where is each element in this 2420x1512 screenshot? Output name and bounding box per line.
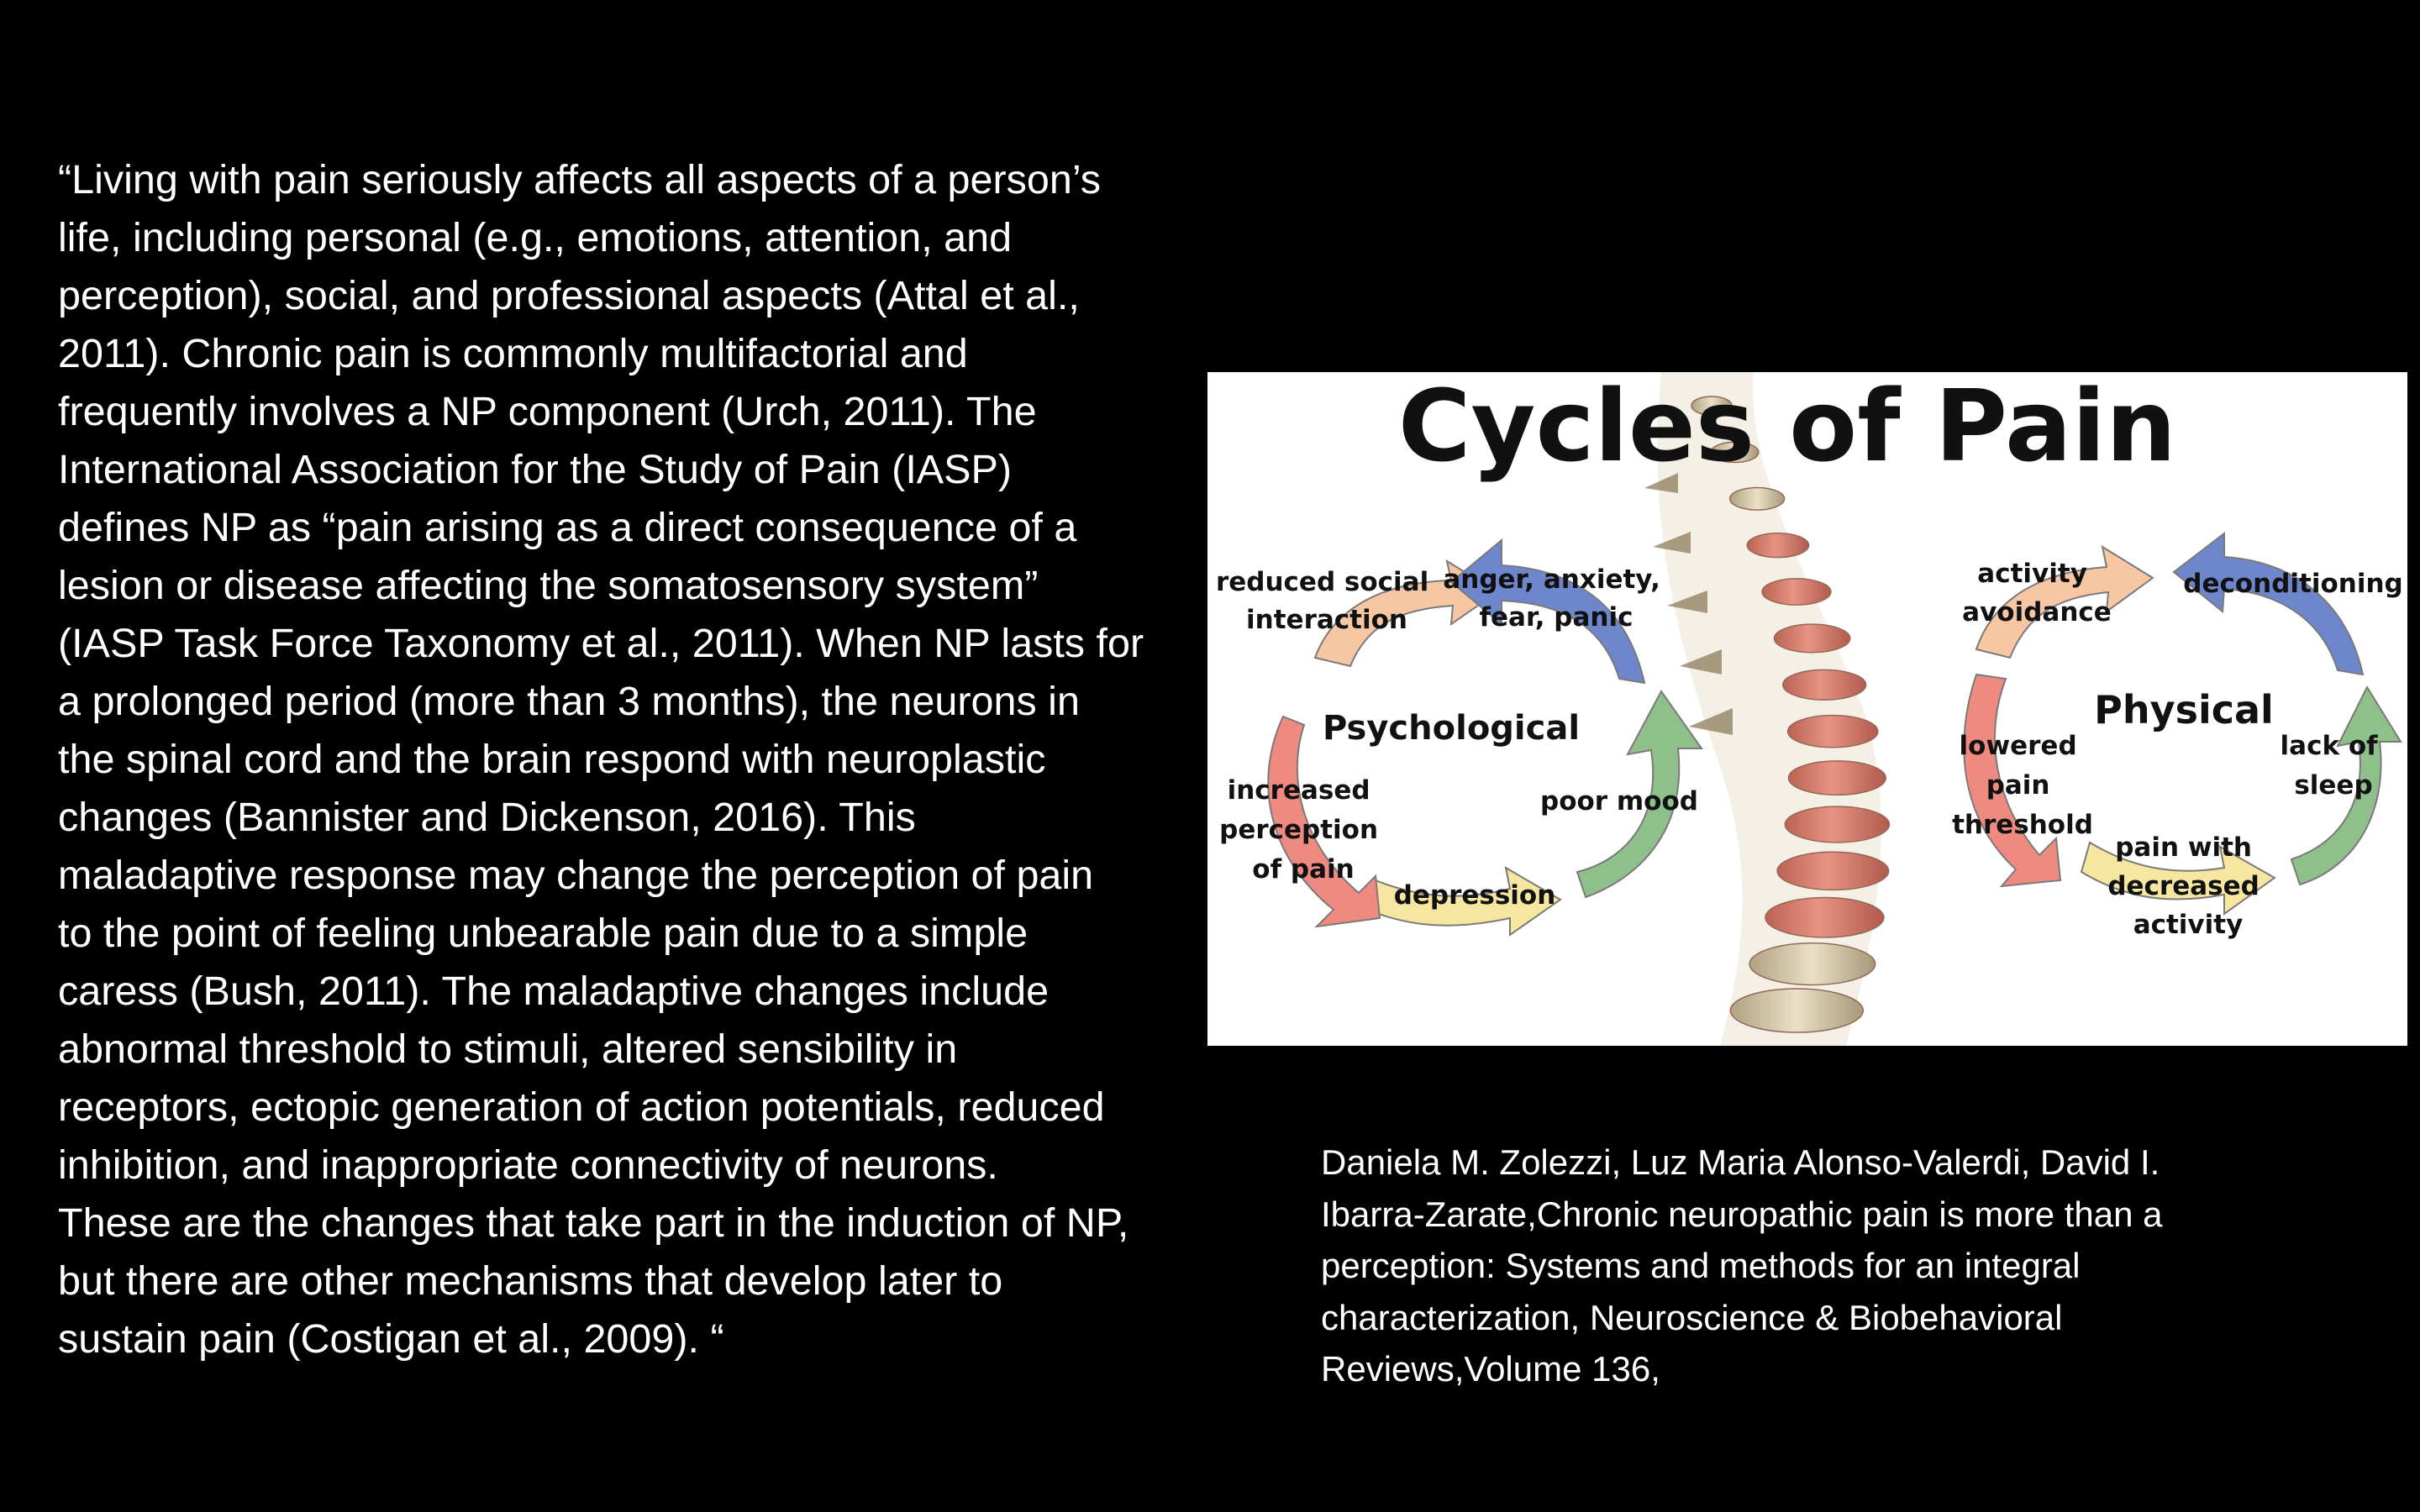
depression-label: depression bbox=[1394, 880, 1556, 911]
quote-line: caress (Bush, 2011). The maladaptive cha… bbox=[58, 969, 1050, 1014]
reduced-social-label: reduced social interaction bbox=[1216, 567, 1438, 635]
quote-line: frequently involves a NP component (Urch… bbox=[58, 389, 1037, 434]
quote-line: a prolonged period (more than 3 months),… bbox=[58, 679, 1080, 724]
yellow-arrow bbox=[1365, 866, 1562, 937]
vertebra bbox=[1787, 760, 1886, 796]
green-arrow bbox=[1576, 690, 1703, 899]
vertebra bbox=[1728, 486, 1786, 511]
quote-line: but there are other mechanisms that deve… bbox=[58, 1258, 1003, 1304]
quote-line: changes (Bannister and Dickenson, 2016).… bbox=[58, 795, 916, 840]
lack-of-sleep-label: lack of sleep bbox=[2281, 731, 2387, 801]
deconditioning-label: deconditioning bbox=[2183, 569, 2402, 599]
vertebra bbox=[1761, 578, 1832, 606]
quote-line: (IASP Task Force Taxonomy et al., 2011).… bbox=[58, 621, 1144, 666]
green-arrow bbox=[2290, 685, 2402, 886]
quote-line: These are the changes that take part in … bbox=[58, 1200, 1129, 1246]
vertebra bbox=[1782, 669, 1867, 701]
quote-line: lesion or disease affecting the somatose… bbox=[58, 563, 1039, 608]
citation: Daniela M. Zolezzi, Luz Maria Alonso-Val… bbox=[1321, 1137, 2371, 1395]
lowered-pain-threshold-label: lowered pain threshold bbox=[1952, 731, 2093, 840]
quote-line: the spinal cord and the brain respond wi… bbox=[58, 737, 1046, 782]
physical-heading: Physical bbox=[2094, 687, 2274, 732]
activity-avoidance-label: activity avoidance bbox=[1962, 559, 2112, 627]
quote-line: maladaptive response may change the perc… bbox=[58, 853, 1094, 898]
spine-illustration bbox=[1644, 372, 1891, 1046]
quote-paragraph: “Living with pain seriously affects all … bbox=[58, 151, 1226, 1368]
quote-line: inhibition, and inappropriate connectivi… bbox=[58, 1142, 998, 1188]
cycles-of-pain-figure: Cycles of Pain Psychological reduced soc… bbox=[1207, 372, 2407, 1046]
citation-line: characterization, Neuroscience & Biobeha… bbox=[1321, 1297, 2063, 1337]
figure-title: Cycles of Pain bbox=[1398, 372, 2176, 484]
quote-line: defines NP as “pain arising as a direct … bbox=[58, 505, 1077, 550]
citation-line: Reviews,Volume 136, bbox=[1321, 1349, 1660, 1389]
anger-anxiety-label: anger, anxiety, fear, panic bbox=[1443, 564, 1669, 633]
psychological-heading: Psychological bbox=[1323, 709, 1580, 748]
yellow-arrow bbox=[2080, 841, 2276, 916]
quote-line: to the point of feeling unbearable pain … bbox=[58, 911, 1028, 956]
physical-cycle-arrows bbox=[1963, 531, 2402, 916]
blue-arrow bbox=[2172, 531, 2365, 676]
vertebra bbox=[1784, 806, 1891, 843]
quote-line: perception), social, and professional as… bbox=[58, 273, 1080, 318]
peach-arrow bbox=[1975, 544, 2154, 659]
quote-line: sustain pain (Costigan et al., 2009). “ bbox=[58, 1316, 724, 1362]
vertebra bbox=[1773, 623, 1851, 654]
quote-line: abnormal threshold to stimuli, altered s… bbox=[58, 1026, 958, 1072]
cycles-of-pain-diagram: Cycles of Pain Psychological reduced soc… bbox=[1216, 372, 2403, 1046]
vertebra bbox=[1749, 942, 1876, 986]
quote-line: receptors, ectopic generation of action … bbox=[58, 1084, 1105, 1130]
quote-line: “Living with pain seriously affects all … bbox=[58, 157, 1101, 202]
vertebra bbox=[1786, 714, 1879, 748]
quote-line: International Association for the Study … bbox=[58, 447, 1012, 492]
physical-labels: Physical activity avoidance deconditioni… bbox=[1952, 559, 2403, 940]
pain-with-decreased-activity-label: pain with decreased activity bbox=[2107, 832, 2268, 940]
vertebra bbox=[1691, 396, 1733, 416]
psychological-cycle-arrows bbox=[1267, 538, 1703, 937]
vertebra bbox=[1746, 532, 1810, 559]
vertebra bbox=[1729, 988, 1865, 1033]
red-arrow bbox=[1267, 715, 1381, 928]
quote-line: 2011). Chronic pain is commonly multifac… bbox=[58, 331, 968, 376]
vertebra bbox=[1710, 441, 1760, 464]
red-arrow bbox=[1963, 673, 2062, 888]
blue-arrow bbox=[1449, 538, 1646, 685]
vertebra bbox=[1776, 851, 1890, 891]
citation-line: perception: Systems and methods for an i… bbox=[1321, 1246, 2081, 1285]
poor-mood-label: poor mood bbox=[1540, 786, 1698, 816]
citation-line: Daniela M. Zolezzi, Luz Maria Alonso-Val… bbox=[1321, 1142, 2160, 1182]
quote-line: life, including personal (e.g., emotions… bbox=[58, 215, 1013, 260]
vertebra bbox=[1765, 896, 1885, 938]
psychological-labels: Psychological reduced social interaction… bbox=[1216, 564, 1698, 911]
citation-line: Ibarra-Zarate,Chronic neuropathic pain i… bbox=[1321, 1194, 2163, 1234]
increased-perception-label: increased perception of pain bbox=[1219, 775, 1387, 885]
